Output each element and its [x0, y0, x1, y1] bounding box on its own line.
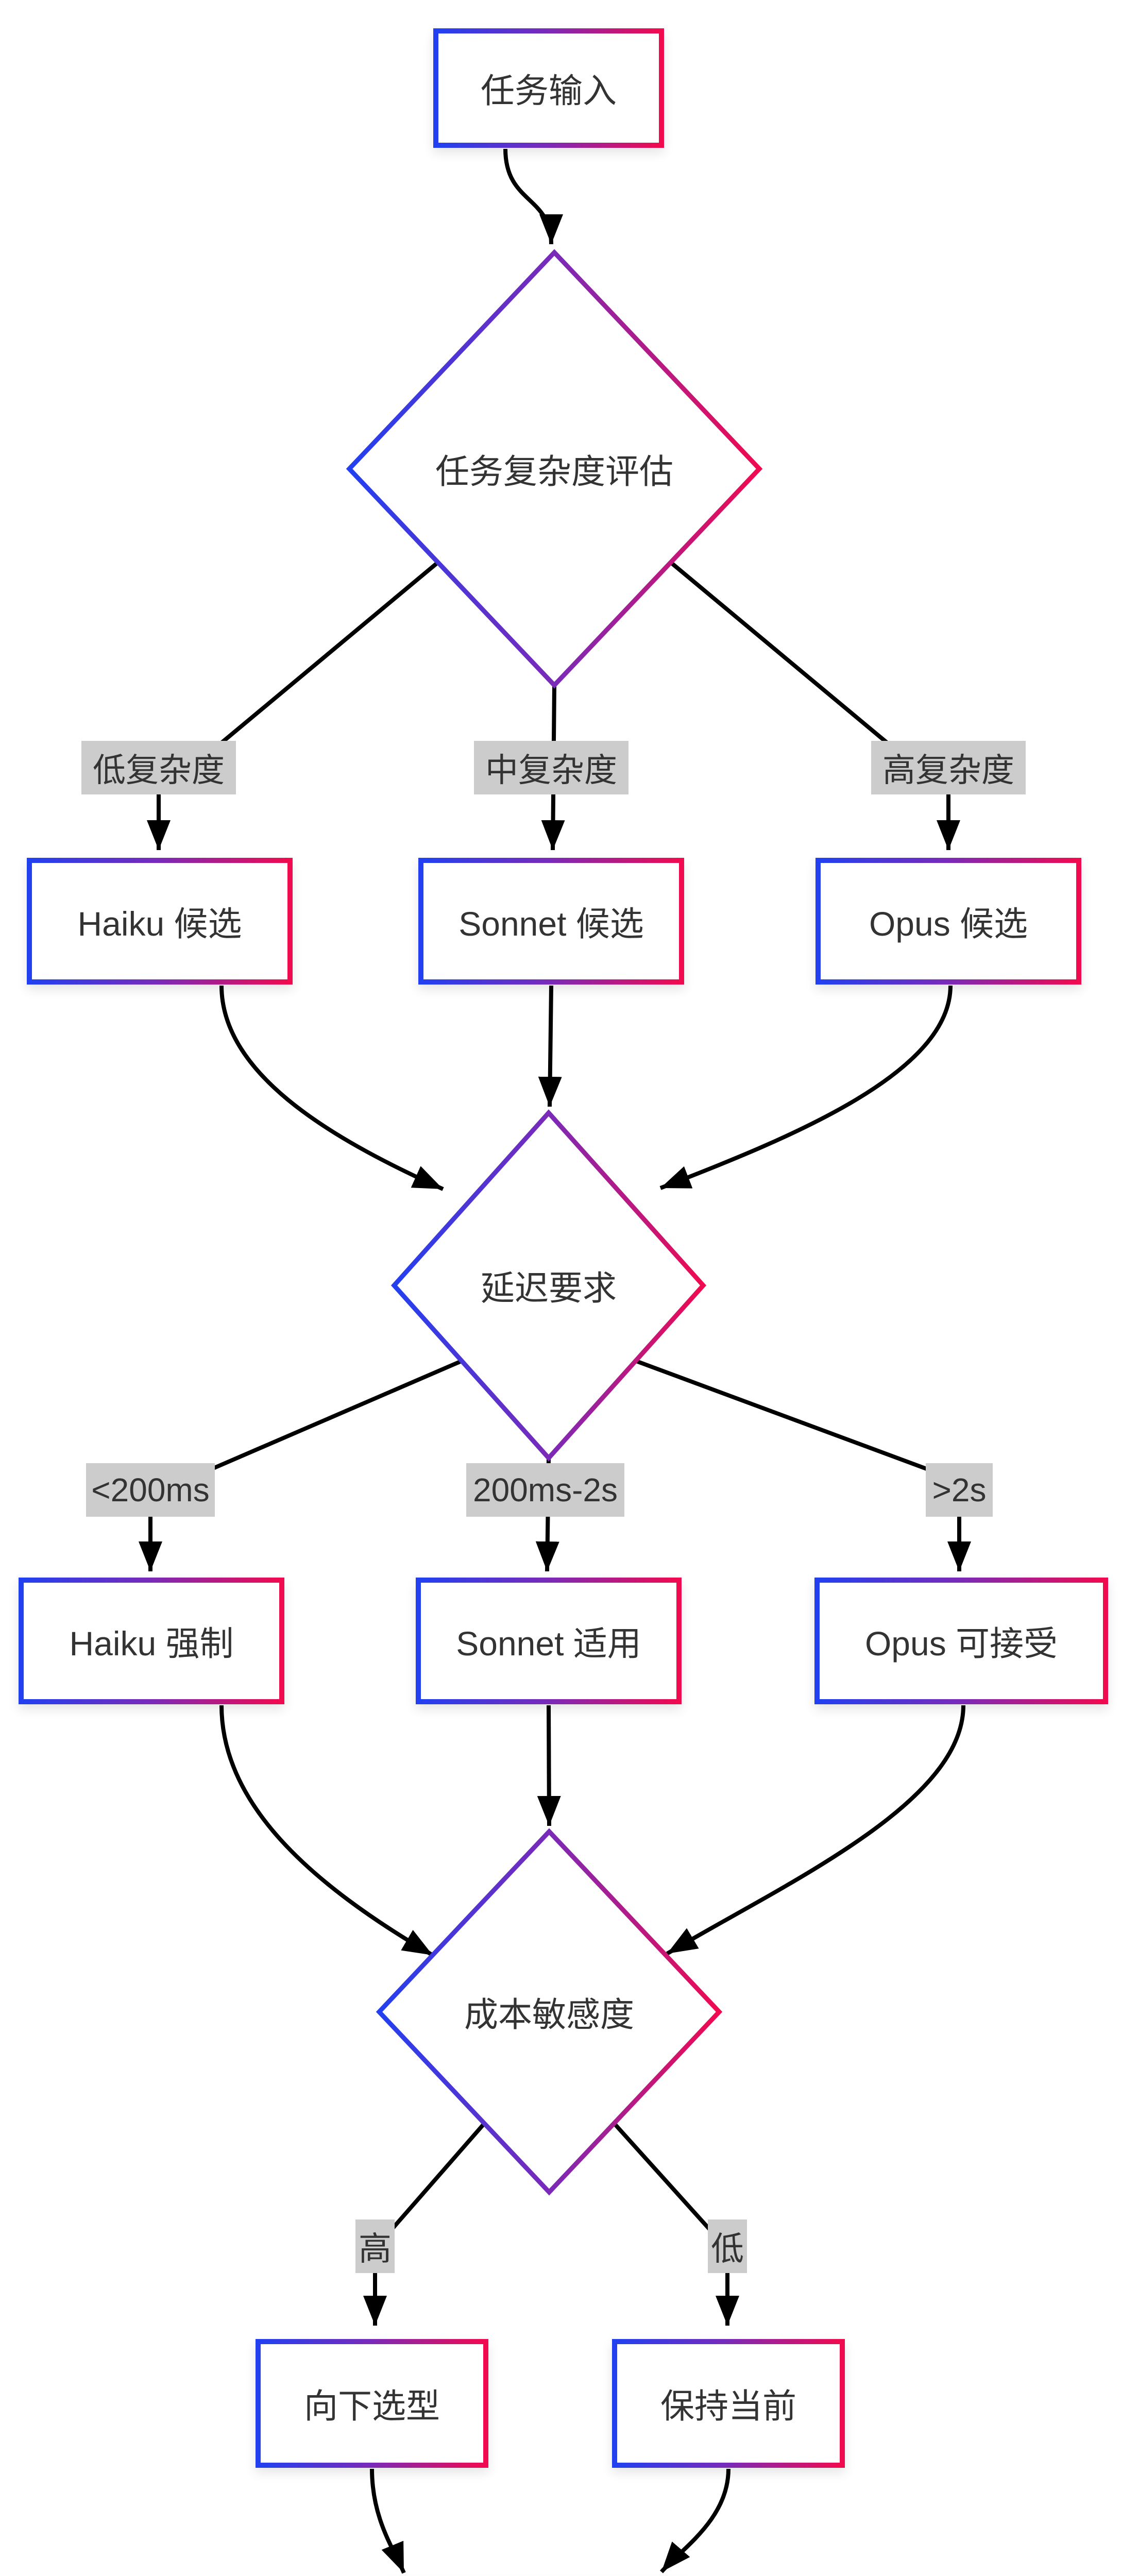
node-downgrade: 向下选型 [256, 2339, 488, 2468]
edge-opus-latency [659, 985, 953, 1190]
edge-downgrade-abtest [370, 2468, 406, 2574]
edge-cost-high [388, 2115, 492, 2232]
node-haiku-forced: Haiku 强制 [19, 1578, 284, 1704]
edge-latency-fast [205, 1358, 465, 1473]
lbl-high-complexity: 高复杂度 [871, 741, 1026, 794]
edge-complexity-high [659, 552, 894, 749]
node-haiku-candidate: Haiku 候选 [27, 858, 293, 985]
edge-haiku-cost [219, 1705, 434, 1957]
node-shape-latency-check [390, 1109, 707, 1462]
edge-latency-slow [633, 1358, 935, 1473]
edge-sonnet-latency [538, 985, 562, 1107]
node-complexity-check: 任务复杂度评估 [435, 452, 673, 490]
edge-keep-abtest [659, 2468, 731, 2573]
node-shape-complexity-check [346, 249, 763, 689]
edge-complexity-low [215, 552, 450, 749]
node-opus-acceptable: Opus 可接受 [814, 1578, 1108, 1704]
node-sonnet-fit: Sonnet 适用 [416, 1578, 682, 1704]
lbl-low-complexity: 低复杂度 [81, 741, 236, 794]
edge-opus-cost [666, 1705, 965, 1956]
node-opus-candidate: Opus 候选 [816, 858, 1081, 985]
node-task-input: 任务输入 [433, 28, 664, 148]
lbl-under-200ms: <200ms [86, 1463, 215, 1517]
edge-haiku-latency [219, 985, 444, 1191]
node-keep-current: 保持当前 [612, 2339, 845, 2468]
lbl-cost-high: 高 [355, 2219, 395, 2273]
lbl-200ms-2s: 200ms-2s [466, 1463, 624, 1517]
lbl-cost-low: 低 [708, 2219, 747, 2273]
lbl-mid-complexity: 中复杂度 [474, 741, 629, 794]
node-shape-cost-check [376, 1828, 723, 2196]
node-sonnet-candidate: Sonnet 候选 [418, 858, 684, 985]
edge-cost-low [606, 2115, 712, 2232]
node-cost-check: 成本敏感度 [464, 1995, 634, 2033]
lbl-over-2s: >2s [926, 1463, 993, 1517]
node-latency-check: 延迟要求 [481, 1269, 617, 1307]
edge-input-complexity [503, 148, 563, 245]
